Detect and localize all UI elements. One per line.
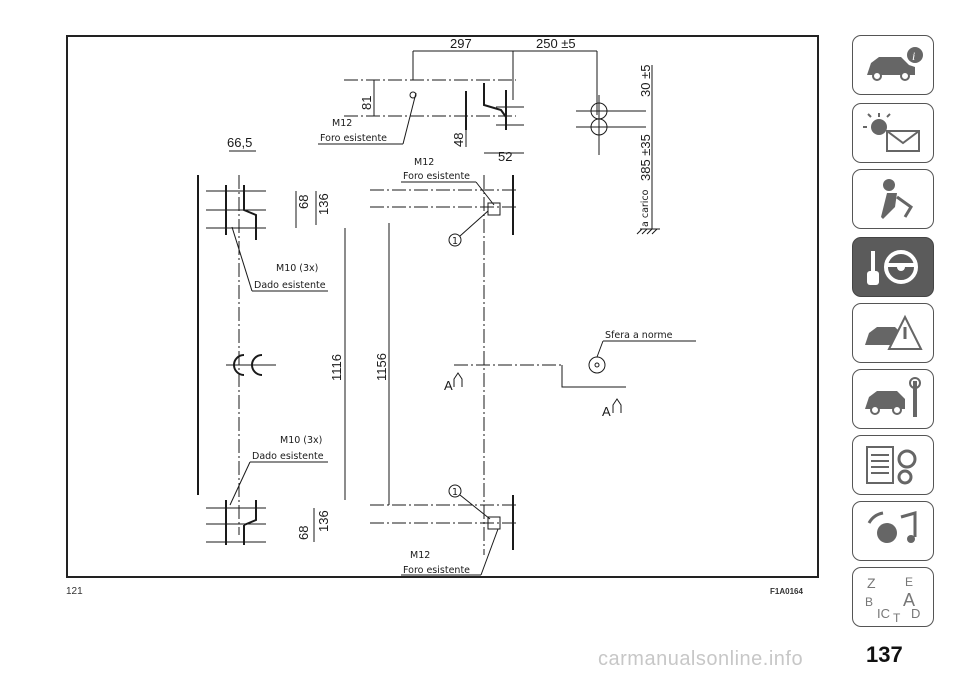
alphabetical-index-icon: Z E B A IC DT [865, 575, 920, 622]
figure-frame [66, 35, 819, 578]
leader [231, 226, 253, 292]
dim-136-top: 136 [316, 193, 331, 215]
label-foro-top: Foro esistente [320, 133, 387, 144]
svg-text:D: D [911, 606, 920, 621]
dim-250: 250 ±5 [536, 36, 576, 51]
leader [229, 461, 251, 506]
leader [475, 181, 495, 206]
section-arrow [612, 398, 622, 413]
left-top-bracket [225, 185, 257, 240]
dim-30: 30 ±5 [638, 65, 653, 97]
tab-technical-specs[interactable] [852, 435, 934, 495]
svg-text:A: A [903, 590, 915, 610]
callout-1-bottom-text: 1 [452, 487, 458, 498]
dim-68-bottom: 68 [296, 526, 311, 540]
label-dado-top: Dado esistente [254, 280, 326, 291]
watermark: carmanualsonline.info [598, 648, 804, 670]
dim-136-bottom: 136 [316, 510, 331, 532]
tab-multimedia[interactable] [852, 501, 934, 561]
tab-emergency[interactable] [852, 303, 934, 363]
bolt-square [487, 202, 501, 216]
label-dado-bottom: Dado esistente [252, 451, 324, 462]
ground-hatch [636, 228, 660, 235]
label-m12-top: M12 [332, 118, 352, 129]
leader [402, 92, 417, 145]
specs-gears-icon [866, 446, 917, 485]
dim-297: 297 [450, 36, 472, 51]
svg-text:IC: IC [877, 606, 890, 621]
tab-starting-driving[interactable] [852, 237, 934, 297]
leader [459, 210, 489, 237]
tab-car-info[interactable]: i [852, 35, 934, 95]
dim-52: 52 [498, 149, 512, 164]
label-foro-bottom: Foro esistente [403, 565, 470, 576]
label-m12-bottom: M12 [410, 550, 430, 561]
svg-text:E: E [905, 575, 913, 589]
side-view: 297 250 ±5 81 48 52 30 ±5 385 ±35 a cari… [318, 36, 660, 235]
tab-maintenance[interactable] [852, 369, 934, 429]
bolt-square [487, 516, 501, 530]
dim-68-top: 68 [296, 195, 311, 209]
tab-warning-lights[interactable] [852, 103, 934, 163]
ball-stem [561, 365, 626, 388]
label-a-carico: a carico [640, 189, 651, 227]
seat-belt-airbag-icon [881, 179, 913, 219]
label-m10-top: M10 (3x) [276, 263, 318, 274]
leader [480, 528, 499, 576]
ball-center [594, 362, 600, 368]
dim-66-5: 66,5 [227, 135, 252, 150]
key-steering-wheel-icon [867, 250, 918, 285]
dim-48: 48 [451, 133, 466, 147]
dim-1156: 1156 [374, 353, 389, 381]
left-bottom-bracket [225, 500, 257, 545]
svg-text:Z: Z [867, 575, 876, 591]
figure-code: F1A0164 [770, 587, 803, 596]
svg-text:i: i [912, 49, 915, 63]
car-info-icon: i [867, 47, 923, 81]
section-arrow [453, 372, 463, 387]
label-m10-bottom: M10 (3x) [280, 435, 322, 446]
warning-lights-envelope-icon [863, 113, 920, 152]
callout-1-top [448, 233, 462, 247]
dim-385: 385 ±35 [638, 134, 653, 181]
svg-text:T: T [893, 611, 901, 622]
car-wrench-icon [865, 377, 921, 417]
svg-text:B: B [865, 595, 873, 609]
multimedia-music-icon [867, 511, 917, 543]
page-number: 137 [866, 642, 903, 667]
plan-view: 66,5 68 136 M10 (3x) Dado esistente 1116… [197, 135, 696, 576]
ball-symbol [588, 356, 606, 374]
technical-drawing: 297 250 ±5 81 48 52 30 ±5 385 ±35 a cari… [197, 36, 696, 576]
label-m12-mid: M12 [414, 157, 434, 168]
leader [459, 494, 491, 520]
label-sfera: Sfera a norme [605, 330, 673, 341]
label-foro-mid: Foro esistente [403, 171, 470, 182]
section-a-right: A [602, 404, 611, 419]
dim-81: 81 [359, 96, 374, 110]
bracket-profile [483, 83, 507, 118]
leader [596, 340, 604, 358]
car-warning-triangle-icon [865, 314, 923, 350]
tab-safety[interactable] [852, 169, 934, 229]
callout-1-bottom [448, 484, 462, 498]
bolt-hole [409, 91, 417, 99]
dim-1116: 1116 [329, 354, 344, 381]
section-a-left: A [444, 378, 453, 393]
footer-left-code: 121 [66, 586, 83, 597]
callout-1-top-text: 1 [452, 236, 458, 247]
